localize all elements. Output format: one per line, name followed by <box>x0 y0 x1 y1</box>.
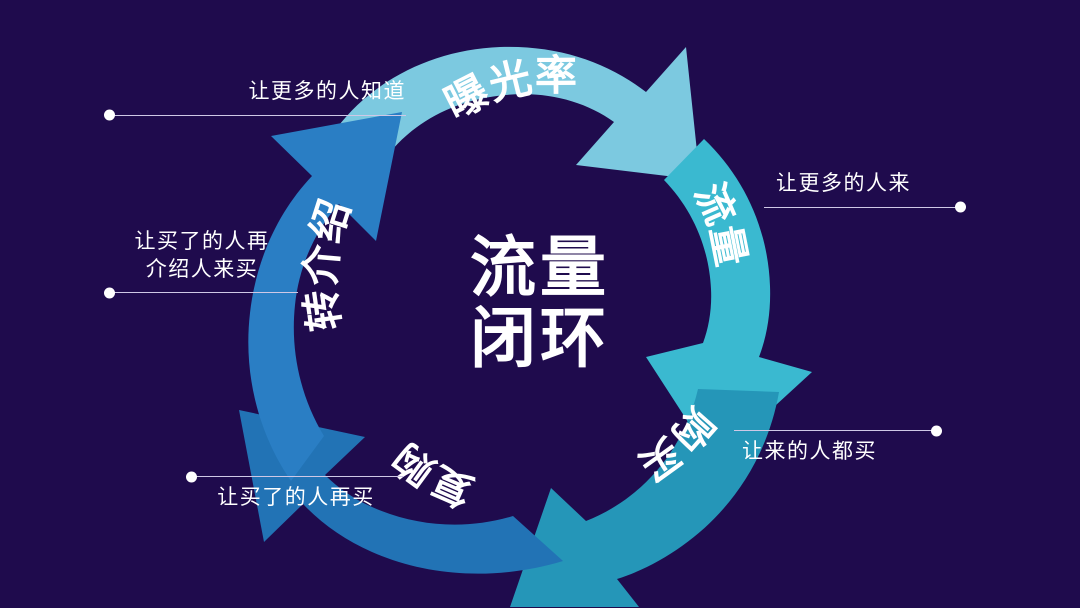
callout-dot-icon <box>104 287 115 299</box>
callout-dot-icon <box>955 201 966 213</box>
callout-dot-icon <box>104 109 115 121</box>
callout-awareness: 让更多的人知道 <box>104 78 406 121</box>
callout-traffic-rule <box>764 201 966 213</box>
callout-awareness-text: 让更多的人知道 <box>248 79 406 103</box>
cycle-arrow-traffic <box>646 139 812 462</box>
callout-awareness-rule <box>104 109 406 121</box>
cycle-segment-repurchase[interactable] <box>239 410 563 574</box>
cycle-arrow-repurchase <box>239 410 563 574</box>
cycle-segment-purchase[interactable] <box>510 389 779 607</box>
callout-referral-rule <box>104 287 298 299</box>
callout-purchase: 让来的人都买 <box>734 425 942 466</box>
callout-traffic: 让更多的人来 <box>764 170 966 213</box>
cycle-arrow-exposure <box>319 46 700 181</box>
callout-purchase-text: 让来的人都买 <box>742 439 877 463</box>
callout-repeat-purchase-text: 让买了的人再买 <box>217 485 375 509</box>
callout-repeat-purchase: 让买了的人再买 <box>186 471 404 512</box>
callout-dot-icon <box>931 425 942 436</box>
cycle-arrow-referral <box>248 112 402 481</box>
cycle-segment-exposure[interactable] <box>319 46 700 181</box>
callout-purchase-rule <box>734 425 942 436</box>
callout-referral: 让买了的人再 介绍人来买 <box>104 228 298 299</box>
callout-dot-icon <box>186 471 197 482</box>
callout-repeat-purchase-rule <box>186 471 404 482</box>
cycle-segment-traffic[interactable] <box>646 139 812 462</box>
callout-referral-text-line1: 让买了的人再 <box>134 229 270 253</box>
cycle-arrow-purchase <box>510 389 779 607</box>
callout-referral-text-line2: 介绍人来买 <box>145 256 259 281</box>
cycle-segment-referral[interactable] <box>248 112 402 481</box>
callout-traffic-text: 让更多的人来 <box>776 171 911 195</box>
